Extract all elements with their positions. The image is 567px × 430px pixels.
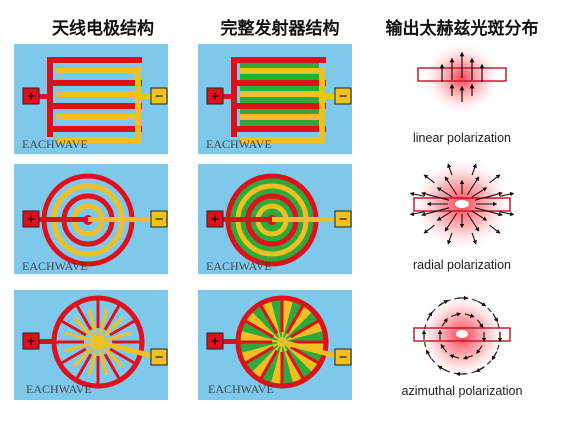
- minus-terminal-label: −: [155, 212, 164, 228]
- caption-linear: linear polarization: [413, 131, 511, 145]
- plus-terminal-label: +: [211, 334, 220, 350]
- antenna-azimuthal-panel: + − EACHWAVE: [14, 290, 168, 400]
- header-emitter-structure: 完整发射器结构: [220, 19, 340, 39]
- watermark: EACHWAVE: [26, 382, 92, 396]
- plus-terminal-label: +: [27, 89, 36, 105]
- watermark: EACHWAVE: [208, 382, 274, 396]
- caption-azimuthal: azimuthal polarization: [401, 384, 523, 398]
- header-antenna-structure: 天线电极结构: [52, 19, 154, 39]
- minus-terminal-label: −: [339, 89, 348, 105]
- watermark: EACHWAVE: [22, 259, 88, 273]
- header-thz-spot-distribution: 输出太赫兹光斑分布: [385, 19, 539, 39]
- watermark: EACHWAVE: [206, 137, 272, 151]
- plus-terminal-label: +: [27, 334, 36, 350]
- plus-terminal-label: +: [27, 212, 36, 228]
- plus-terminal-label: +: [211, 89, 220, 105]
- spot-radial: [409, 156, 515, 252]
- spot-linear: [417, 40, 507, 116]
- watermark: EACHWAVE: [206, 259, 272, 273]
- minus-terminal-label: −: [155, 89, 164, 105]
- watermark: EACHWAVE: [22, 137, 88, 151]
- antenna-radial-panel: + − EACHWAVE: [14, 164, 168, 274]
- antenna-linear-panel: + − EACHWAVE: [14, 44, 168, 154]
- minus-terminal-label: −: [339, 350, 348, 366]
- spot-azimuthal: [413, 292, 511, 380]
- minus-terminal-label: −: [155, 350, 164, 366]
- emitter-linear-panel: + − EACHWAVE: [198, 44, 352, 154]
- emitter-radial-panel: + − EACHWAVE: [198, 164, 352, 274]
- caption-radial: radial polarization: [413, 258, 511, 272]
- emitter-azimuthal-panel: + − EACHWAVE: [198, 290, 352, 400]
- minus-terminal-label: −: [339, 212, 348, 228]
- plus-terminal-label: +: [211, 212, 220, 228]
